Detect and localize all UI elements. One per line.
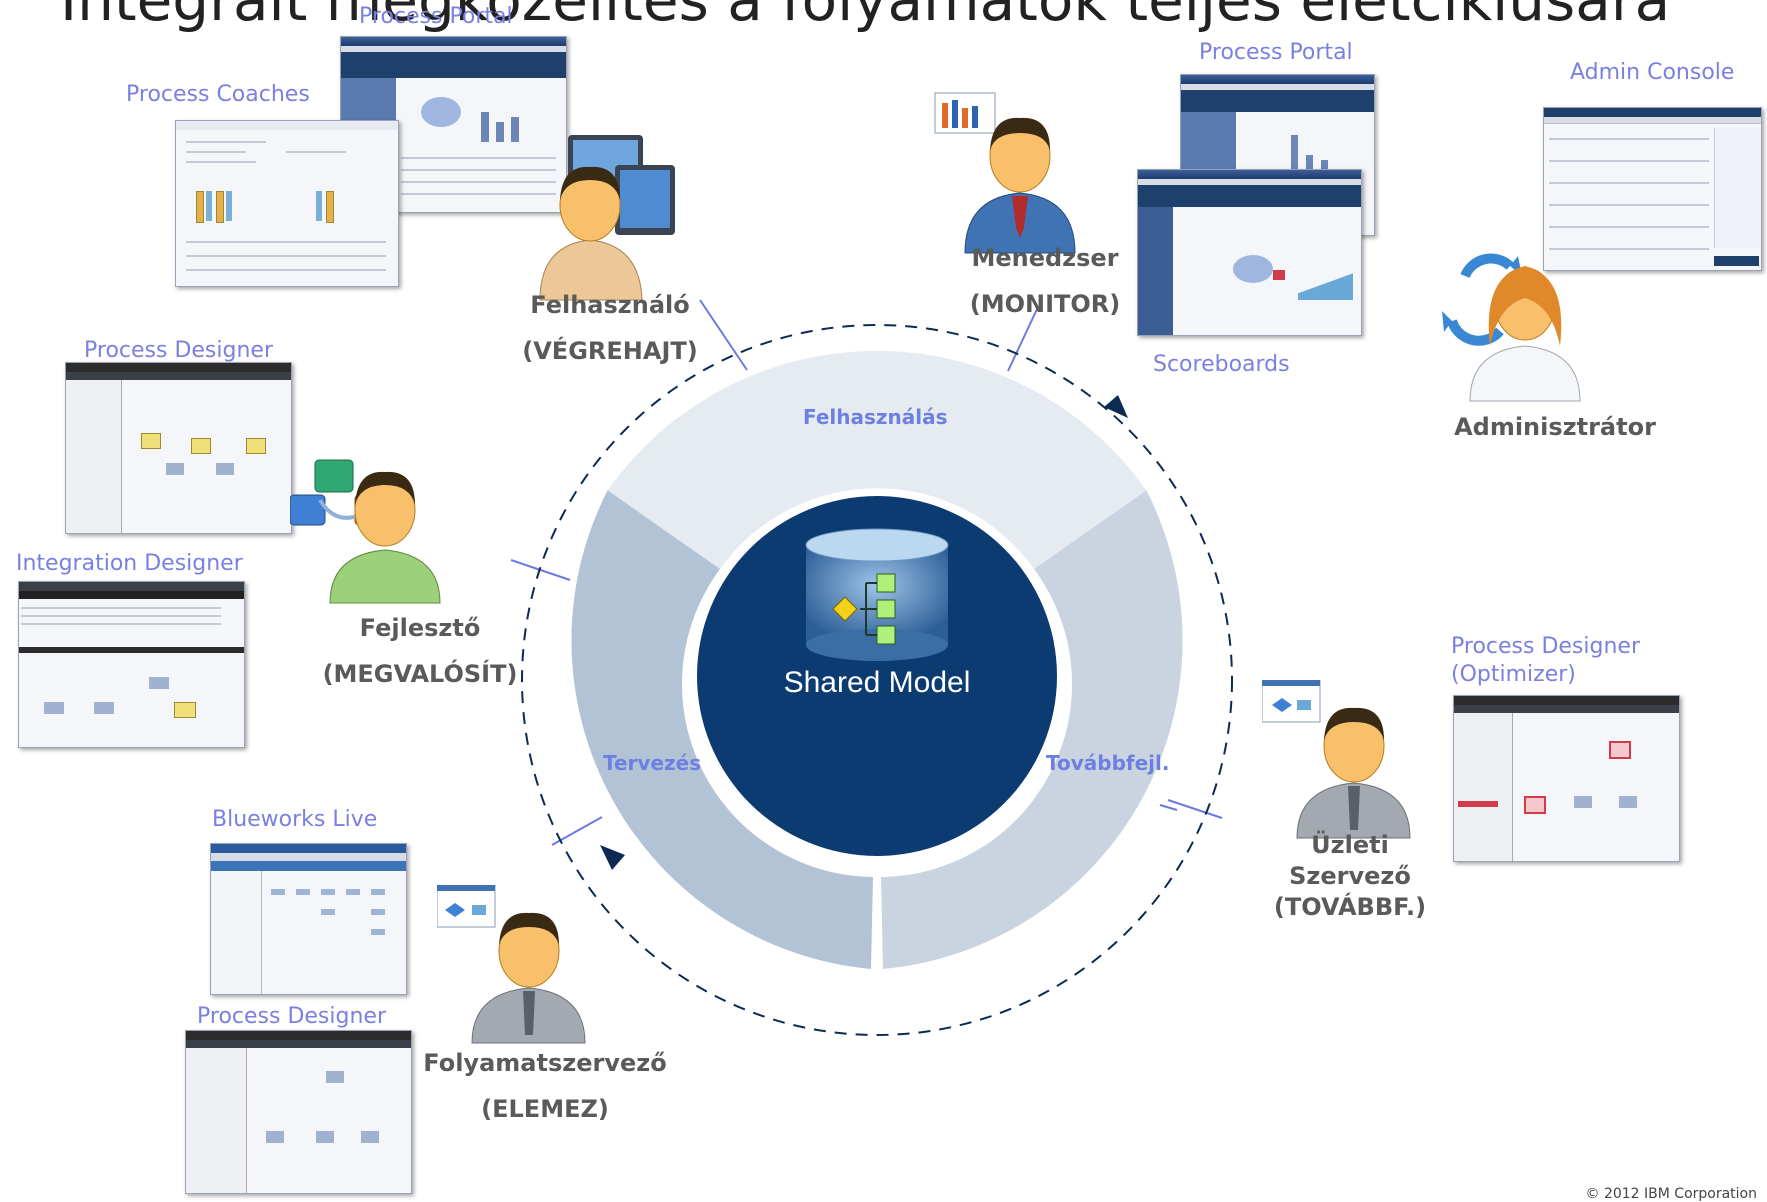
analyst-person-icon [437,885,586,1044]
tool-label-blueworks-live: Blueworks Live [212,807,378,832]
role-business-name-1: Üzleti [1311,831,1389,859]
process-designer-screenshot-1 [65,362,292,534]
shared-model-label: Shared Model [783,666,971,699]
role-manager-action: (MONITOR) [969,290,1121,318]
connector-manager [1007,306,1039,372]
segment-label-top: Felhasználás [803,405,948,429]
connector-business [1167,799,1223,819]
ring-segment-left [571,490,873,969]
role-user: Felhasználó (VÉGREHAJT) [500,282,720,374]
role-business-action: (TOVÁBBF.) [1273,893,1427,921]
ring-segment-top [607,350,1147,569]
tool-label-scoreboards: Scoreboards [1153,352,1290,377]
developer-person-icon [290,459,441,604]
tool-label-process-portal-2: Process Portal [1199,40,1353,65]
orbit-arrow-left-icon [600,845,625,870]
role-admin-name: Adminisztrátor [1454,413,1656,441]
tool-label-admin-console: Admin Console [1570,60,1735,85]
role-analyst: Folyamatszervező (ELEMEZ) [410,1040,680,1132]
page-title: Integrált megközelítés a folyamatok telj… [60,0,1671,34]
lifecycle-orbit [521,324,1233,1036]
role-developer-action: (MEGVALÓSÍT) [322,660,518,688]
admin-person-icon [1442,253,1581,402]
role-user-name: Felhasználó [530,291,690,319]
manager-person-icon [934,92,1076,254]
integration-designer-screenshot [18,581,245,748]
segment-label-left: Tervezés [603,751,702,775]
role-business-name-2: Szervező [1289,862,1411,890]
business-person-icon [1262,680,1411,839]
process-designer-screenshot-2 [185,1030,412,1194]
role-developer: Fejlesztő (MEGVALÓSÍT) [300,605,540,697]
segment-label-right: Továbbfejl. [1046,751,1170,775]
role-manager-name: Menedzser [971,244,1119,272]
orbit-arrow-right-icon [1104,395,1128,418]
tool-label-process-coaches: Process Coaches [126,82,310,107]
shared-model-core [697,496,1057,856]
ring-segment-right [881,490,1183,969]
shared-model-icon [805,528,949,661]
role-analyst-action: (ELEMEZ) [481,1095,609,1123]
role-developer-name: Fejlesztő [359,614,481,642]
process-designer-optimizer-screenshot [1453,695,1680,862]
tool-label-integration-designer: Integration Designer [16,551,243,576]
process-coaches-screenshot [175,120,399,287]
tool-label-optimizer: (Optimizer) [1451,662,1576,687]
role-analyst-name: Folyamatszervező [423,1049,667,1077]
admin-console-screenshot [1543,107,1762,271]
tool-label-process-portal-1: Process Portal [359,4,513,29]
blueworks-live-screenshot [210,843,407,995]
tool-label-process-designer-2: Process Designer [197,1004,386,1029]
copyright-footer: © 2012 IBM Corporation [1585,1186,1758,1202]
connector-user [699,299,748,371]
tool-label-process-designer-optimizer: Process Designer [1451,634,1640,659]
role-manager: Menedzser (MONITOR) [940,235,1150,327]
role-user-action: (VÉGREHAJT) [522,337,698,365]
scoreboards-screenshot [1137,169,1362,336]
role-admin: Adminisztrátor [1430,404,1680,450]
role-business: Üzleti Szervező (TOVÁBBF.) [1240,830,1460,923]
user-person-icon [539,135,675,301]
tool-label-process-designer-1: Process Designer [84,338,273,363]
